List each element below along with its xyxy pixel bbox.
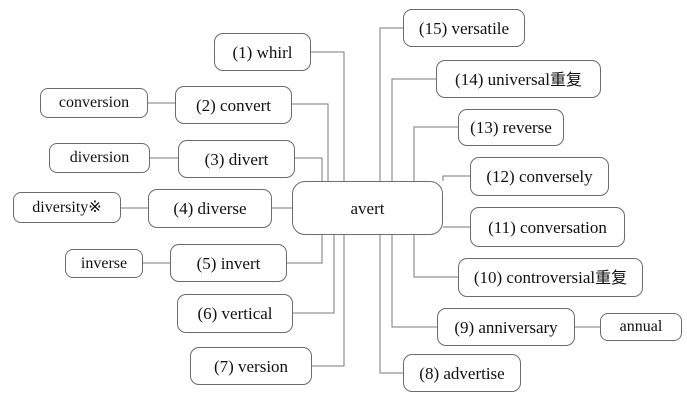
node-controversial-label: (10) controversial重复 bbox=[473, 268, 628, 287]
link-reverse-avert bbox=[413, 126, 458, 181]
node-controversial[interactable]: (10) controversial重复 bbox=[458, 258, 643, 297]
node-whirl-label: (1) whirl bbox=[232, 42, 293, 62]
node-advertise[interactable]: (8) advertise bbox=[403, 354, 521, 392]
node-diversion[interactable]: diversion bbox=[49, 143, 150, 173]
link-versatile-avert bbox=[379, 27, 403, 181]
node-convert[interactable]: (2) convert bbox=[175, 86, 292, 124]
link-universal-avert bbox=[391, 78, 436, 181]
link-controversial-avert bbox=[413, 235, 458, 278]
node-inverse-label: inverse bbox=[80, 254, 128, 272]
link-vertical-avert bbox=[293, 235, 335, 314]
link-conversely-avert bbox=[442, 175, 470, 181]
node-diverse-label: (4) diverse bbox=[173, 199, 247, 218]
node-conversely-label: (12) conversely bbox=[486, 167, 593, 186]
node-invert[interactable]: (5) invert bbox=[170, 244, 287, 282]
node-conversely[interactable]: (12) conversely bbox=[470, 157, 609, 196]
node-conversation[interactable]: (11) conversation bbox=[470, 207, 625, 247]
node-avert-label: avert bbox=[350, 198, 385, 218]
link-advertise-avert bbox=[379, 235, 403, 374]
node-annual[interactable]: annual bbox=[600, 313, 682, 341]
node-avert-root[interactable]: avert bbox=[292, 181, 443, 235]
link-invert-avert bbox=[287, 235, 323, 264]
node-universal-label: (14) universal重复 bbox=[455, 69, 582, 89]
node-diverse[interactable]: (4) diverse bbox=[148, 189, 272, 228]
node-conversion[interactable]: conversion bbox=[40, 88, 148, 118]
node-versatile-label: (15) versatile bbox=[418, 18, 510, 38]
node-divert-label: (3) divert bbox=[204, 149, 269, 169]
node-conversion-label: conversion bbox=[58, 94, 130, 111]
node-anniversary[interactable]: (9) anniversary bbox=[437, 308, 575, 346]
node-versatile[interactable]: (15) versatile bbox=[403, 9, 525, 47]
node-diversity[interactable]: diversity※ bbox=[13, 192, 121, 223]
link-version-avert bbox=[312, 235, 345, 367]
node-whirl[interactable]: (1) whirl bbox=[214, 33, 311, 71]
node-vertical[interactable]: (6) vertical bbox=[177, 294, 293, 333]
node-inverse[interactable]: inverse bbox=[65, 249, 143, 278]
link-convert-avert bbox=[292, 103, 329, 181]
node-conversation-label: (11) conversation bbox=[488, 217, 607, 237]
node-advertise-label: (8) advertise bbox=[419, 363, 505, 383]
node-diversity-label: diversity※ bbox=[32, 197, 102, 216]
node-divert[interactable]: (3) divert bbox=[178, 140, 295, 178]
link-whirl-avert bbox=[311, 51, 345, 181]
node-reverse[interactable]: (13) reverse bbox=[458, 109, 564, 146]
node-diversion-label: diversion bbox=[69, 149, 130, 166]
node-anniversary-label: (9) anniversary bbox=[454, 317, 558, 337]
node-convert-label: (2) convert bbox=[195, 95, 272, 115]
node-version[interactable]: (7) version bbox=[190, 347, 312, 385]
node-version-label: (7) version bbox=[213, 356, 289, 376]
link-anniversary-avert bbox=[391, 235, 437, 328]
node-vertical-label: (6) vertical bbox=[197, 304, 273, 323]
link-divert-avert bbox=[295, 157, 323, 181]
node-reverse-label: (13) reverse bbox=[470, 118, 552, 137]
node-annual-label: annual bbox=[619, 318, 663, 335]
node-invert-label: (5) invert bbox=[196, 253, 261, 273]
node-universal[interactable]: (14) universal重复 bbox=[436, 60, 601, 98]
